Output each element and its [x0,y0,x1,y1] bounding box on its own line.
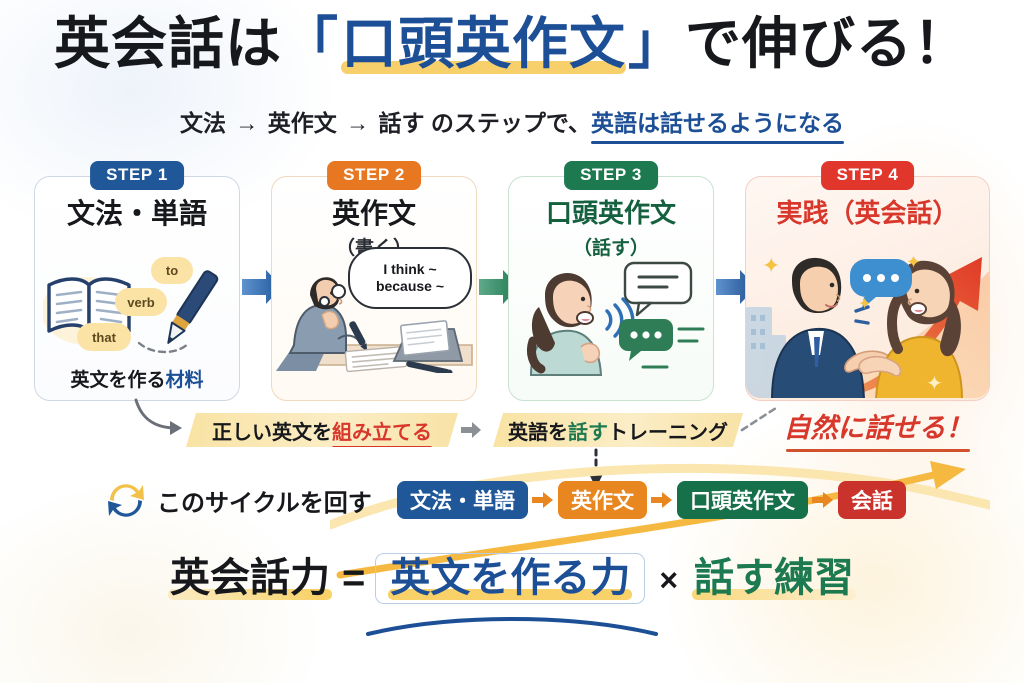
woman-speaking-icon [526,261,705,376]
step-3-illustration [515,261,711,377]
title-prefix: 英会話は [54,12,282,75]
title-highlight: 口頭英作文 [341,12,626,75]
banner-speaking-training: 英語を話すトレーニング [493,413,743,447]
formula-row: 英会話力= 英文を作る力 × 話す練習 [0,553,1024,604]
step-title-4-text: 実践（英会話） [773,199,962,228]
cycle-label: このサイクルを回す [157,490,372,517]
subtitle-arrow-1: → [235,110,259,136]
cycle-arrow-1 [528,492,558,508]
step-badge-2: STEP 2 [327,161,421,190]
step-title-3: 口頭英作文 [509,199,713,228]
cycle-chip-grammar[interactable]: 文法・単語 [397,481,528,519]
step-title-1-text: 文法・単語 [63,198,211,230]
word-chip-verb: verb [115,288,167,316]
banner-1-emphasis: 組み立てる [332,416,432,445]
natural-speaking-callout: 自然に話せる！ [768,406,988,452]
banner-arrow-1-to-2 [459,419,483,441]
sparkle-icon-2: ✦ [906,252,922,272]
step-1-caption-plain: 英文を作る [70,370,166,391]
step-card-2[interactable]: STEP 2 英作文 （書く） [271,161,477,401]
formula-times: × [659,562,679,598]
sparkle-icon-1: ✦ [762,253,781,278]
title-suffix: で伸びる！ [685,12,970,75]
banner-2-prefix: 英語を [508,421,568,444]
formula-right-text: 話す練習 [692,556,857,600]
step-badge-3: STEP 3 [564,161,658,190]
banner-2-suffix: トレーニング [608,421,728,444]
step-subtitle-3: （話す） [572,238,649,259]
sparkle-icon-3: ✦ [858,296,872,313]
step-card-4[interactable]: STEP 4 実践（英会話） [745,161,990,401]
page-title: 英会話は「口頭英作文」で伸びる！ [0,12,1024,75]
cycle-arrow-2 [647,492,677,508]
title-bracket-close: 」 [628,12,685,75]
step-title-1: 文法・単語 [35,198,239,230]
step-title-4: 実践（英会話） [746,199,989,228]
formula-underline-bow [362,612,662,638]
formula-equals: = [341,556,366,600]
step-cards-row: STEP 1 文法・単語 [34,161,990,406]
bubble-dot-large [331,284,346,299]
formula-right-term: 話す練習 [692,556,857,600]
page-subtitle: 文法 → 英作文 → 話す のステップで、英語は話せるようになる [0,104,1024,144]
person-writing-icon [276,277,473,376]
hook-arrow-icon [132,396,188,438]
word-chip-that: that [77,323,131,351]
cycle-chip-row: 文法・単語 英作文 口頭英作文 会話 [397,481,906,519]
banner-build-correct-sentences: 正しい英文を組み立てる [186,413,458,447]
step-badge-1: STEP 1 [90,161,184,190]
two-people-conversation-icon [746,257,989,398]
step-card-3[interactable]: STEP 3 口頭英作文 （話す） [508,161,714,401]
subtitle-part-1: 文法 [179,110,226,136]
subtitle-part-4: のステップで、 [430,110,592,136]
step-1-caption-accent: 材料 [165,370,204,391]
cycle-chip-conversation[interactable]: 会話 [838,481,906,519]
cycle-arrow-3 [808,492,838,508]
formula-left-term: 英会話力 [167,556,332,600]
cycle-refresh-icon [103,478,149,522]
sparkle-icon-4: ✦ [926,373,943,395]
banner-2-emphasis: 話す [568,421,608,444]
word-chip-to: to [151,257,193,284]
title-bracket-open: 「 [282,12,339,75]
subtitle-part-3: 話す [378,110,425,136]
step-2-illustration: I think ~ because ~ [276,247,476,376]
bubble-line-2: because ~ [375,278,445,294]
formula-boxed-text: 英文を作る力 [388,556,633,600]
step-1-caption: 英文を作る材料 [35,365,239,392]
step-title-2-text: 英作文 [328,198,420,230]
dashed-link-to-natural [740,404,782,434]
cycle-chip-oral-composition[interactable]: 口頭英作文 [677,481,808,519]
step-title-3-text: 口頭英作文 [542,199,680,228]
step-1-illustration: to verb that [41,255,233,365]
bubble-line-1: I think ~ [383,260,437,277]
subtitle-arrow-2: → [346,110,370,136]
subtitle-emphasis: 英語は話せるようになる [591,104,845,144]
thought-bubble-step-2: I think ~ because ~ [319,247,472,309]
background-wash-bottom-left [0,483,320,683]
step-4-illustration: ✦ ✦ ✦ ✦ [746,249,989,398]
step-card-1[interactable]: STEP 1 文法・単語 [34,161,240,401]
step-title-2: 英作文 [272,198,476,230]
step-badge-4: STEP 4 [820,161,915,190]
banner-1-prefix: 正しい英文を [212,421,332,444]
bubble-dot-small [319,296,330,307]
cycle-chip-composition[interactable]: 英作文 [558,481,647,519]
formula-boxed-term: 英文を作る力 [375,553,646,604]
subtitle-part-2: 英作文 [267,110,337,136]
